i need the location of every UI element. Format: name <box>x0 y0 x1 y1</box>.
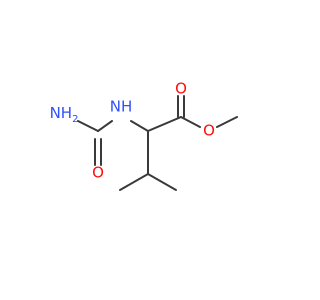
atom-nh: NH <box>110 98 133 116</box>
atom-nh2-label: NH <box>50 104 73 122</box>
molecule-structure: NH2 NH O O O <box>50 80 238 191</box>
atom-labels: NH2 NH O O O <box>50 80 215 182</box>
bond-calpha-nh <box>130 120 149 132</box>
atom-o-carbonyl: O <box>175 80 187 98</box>
bond-ch-methyl-right <box>147 173 177 191</box>
atom-nh2-subscript: 2 <box>72 114 78 125</box>
bond-cester-oester <box>180 116 201 128</box>
bond-calpha-cester <box>147 116 182 132</box>
bond-ch-methyl-left <box>119 173 149 191</box>
atom-o-ester: O <box>203 122 215 140</box>
bond-curea-nh2 <box>77 120 99 132</box>
atom-o-urea: O <box>92 164 104 182</box>
bond-nh-curea <box>97 120 113 132</box>
bonds <box>77 95 238 191</box>
atom-nh2: NH2 <box>50 104 79 125</box>
bond-oester-methyl <box>216 116 238 128</box>
